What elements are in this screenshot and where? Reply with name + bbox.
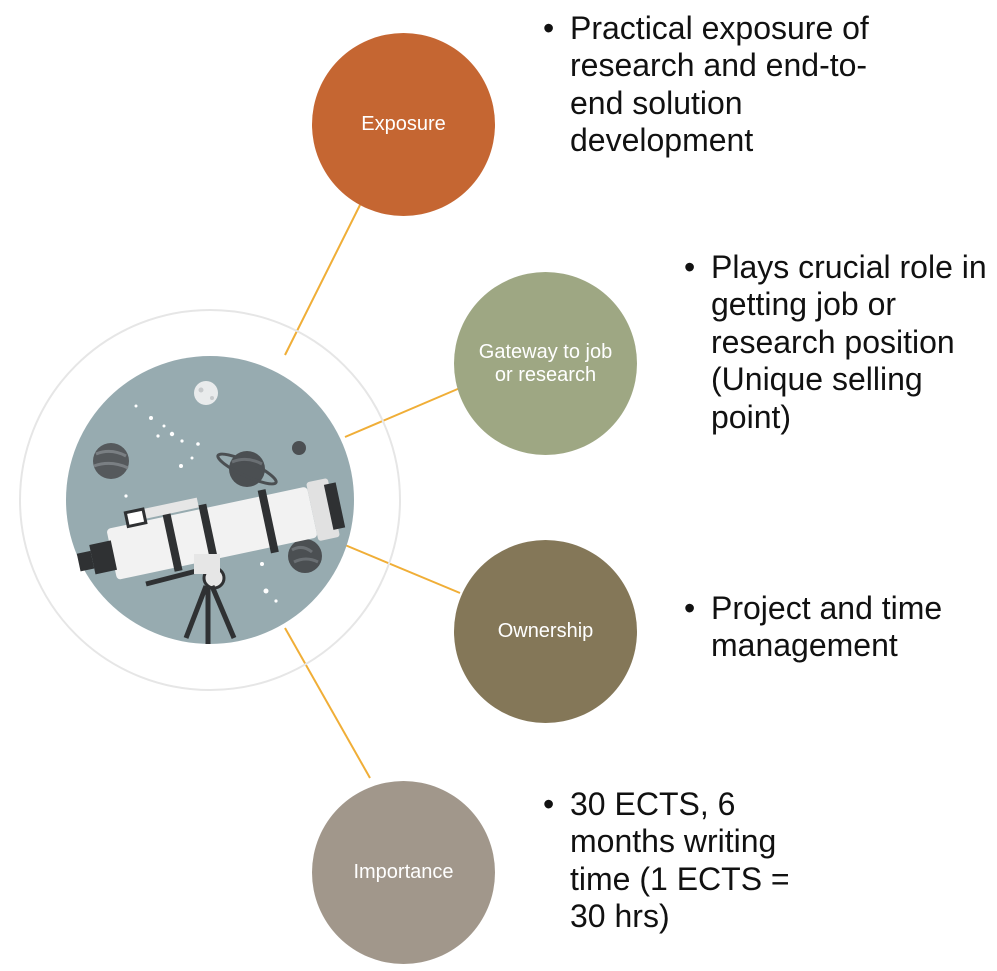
exposure-bullet-text: Practical exposure of research and end-t…: [570, 10, 869, 159]
gateway-bullet: Plays crucial role in getting job or res…: [684, 249, 997, 436]
exposure-node-label: Exposure: [361, 113, 446, 135]
ownership-node-label: Ownership: [497, 620, 594, 642]
importance-bullet: 30 ECTS, 6 months writing time (1 ECTS =…: [543, 786, 833, 936]
exposure-bullet: Practical exposure of research and end-t…: [543, 10, 873, 160]
exposure-node: Exposure: [312, 33, 495, 216]
ownership-bullet: Project and time management: [684, 590, 997, 665]
gateway-bullet-text: Plays crucial role in getting job or res…: [711, 249, 987, 435]
ownership-bullet-text: Project and time management: [711, 590, 943, 664]
gateway-node: Gateway to job or research: [454, 272, 637, 455]
importance-bullet-text: 30 ECTS, 6 months writing time (1 ECTS =…: [570, 786, 790, 935]
importance-node-label: Importance: [353, 861, 454, 883]
importance-node: Importance: [312, 781, 495, 964]
hub-outer-ring: [19, 309, 401, 691]
gateway-node-label: Gateway to job or research: [478, 340, 613, 386]
ownership-node: Ownership: [454, 540, 637, 723]
telescope-space-icon: [66, 356, 354, 644]
